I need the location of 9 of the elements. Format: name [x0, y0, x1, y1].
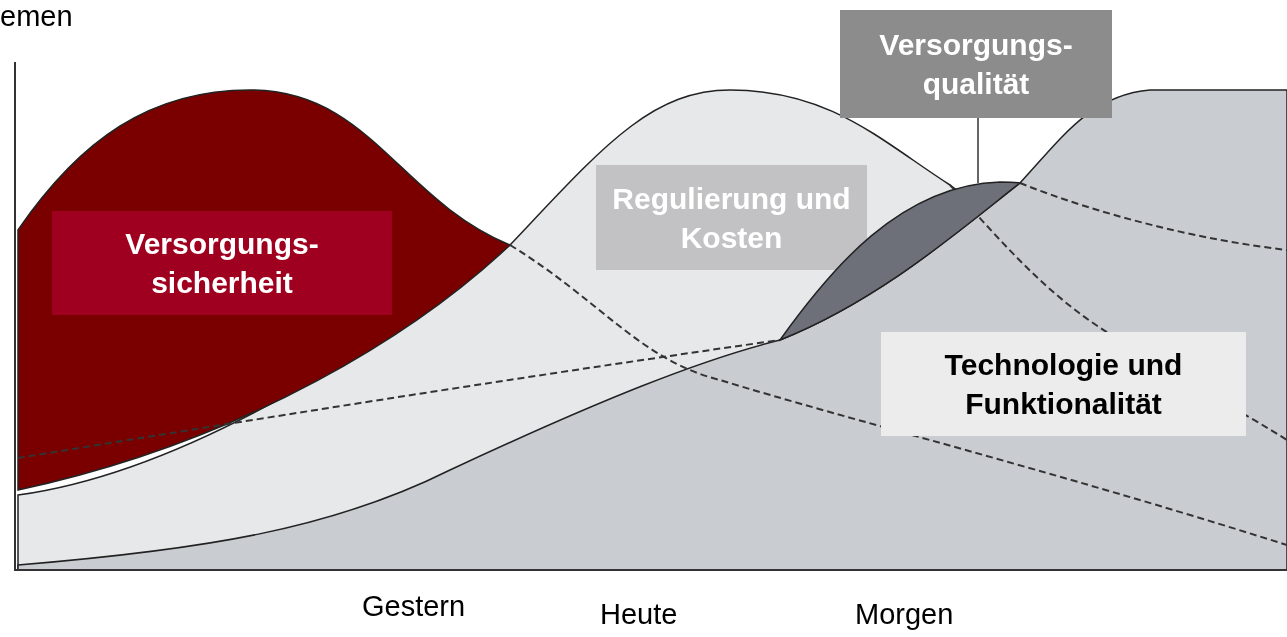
label-box: Technologie und Funktionalität — [881, 332, 1246, 436]
label-box: Regulierung und Kosten — [596, 165, 867, 270]
time-label: Heute — [600, 598, 678, 631]
time-label: Gestern — [362, 590, 466, 623]
axis-title: emen — [0, 0, 73, 33]
leader-line — [977, 117, 979, 184]
label-box: Versorgungs- sicherheit — [52, 211, 392, 315]
time-label: Morgen — [855, 598, 954, 631]
label-box: Versorgungs- qualität — [840, 10, 1112, 118]
